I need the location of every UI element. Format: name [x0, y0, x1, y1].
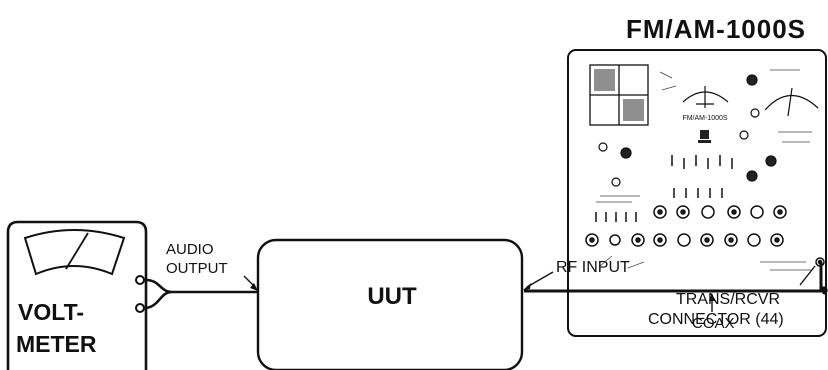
trans-rcvr-leader-line — [799, 265, 816, 286]
coax-arrowhead — [709, 293, 715, 301]
rf-input-arrowhead — [523, 283, 531, 290]
test-set-front-panel — [567, 49, 827, 337]
coax-label: COAX — [692, 315, 735, 332]
trans-rcvr-label-line1: TRANS/RCVR — [676, 291, 780, 308]
panel-switch-array — [595, 155, 733, 222]
audio-cable — [145, 278, 258, 310]
panel-meter-right — [764, 87, 819, 117]
rf-input-label: RF INPUT — [556, 259, 630, 276]
panel-logo-icon — [698, 130, 711, 143]
panel-meter-left — [682, 86, 729, 108]
audio-output-label-line2: OUTPUT — [166, 260, 228, 277]
test-set: FM/AM-1000S FM/AM-1000S — [567, 14, 827, 337]
voltmeter-terminal-top — [135, 275, 145, 285]
test-set-title: FM/AM-1000S — [626, 14, 806, 44]
voltmeter-needle — [65, 232, 89, 270]
voltmeter: VOLT- METER — [6, 220, 148, 370]
audio-output-label-line1: AUDIO — [166, 241, 214, 258]
panel-model-text: FM/AM-1000S — [682, 115, 727, 122]
voltmeter-case — [6, 220, 148, 370]
audio-output-arrowhead — [250, 283, 258, 291]
uut-box — [256, 238, 524, 370]
uut-label: UUT — [367, 283, 417, 310]
display-screens — [589, 64, 649, 126]
rf-input-leader-line — [526, 271, 554, 288]
panel-connectors — [585, 205, 787, 247]
voltmeter-label-line1: VOLT- — [18, 299, 84, 325]
panel-small-knobs — [598, 74, 777, 187]
coax-cable — [524, 262, 828, 295]
panel-markings — [596, 69, 812, 271]
voltmeter-dial — [23, 229, 126, 276]
voltmeter-terminal-bottom — [135, 303, 145, 313]
voltmeter-label-line2: METER — [16, 331, 97, 357]
trans-rcvr-label-line2: CONNECTOR (44) — [648, 311, 784, 328]
